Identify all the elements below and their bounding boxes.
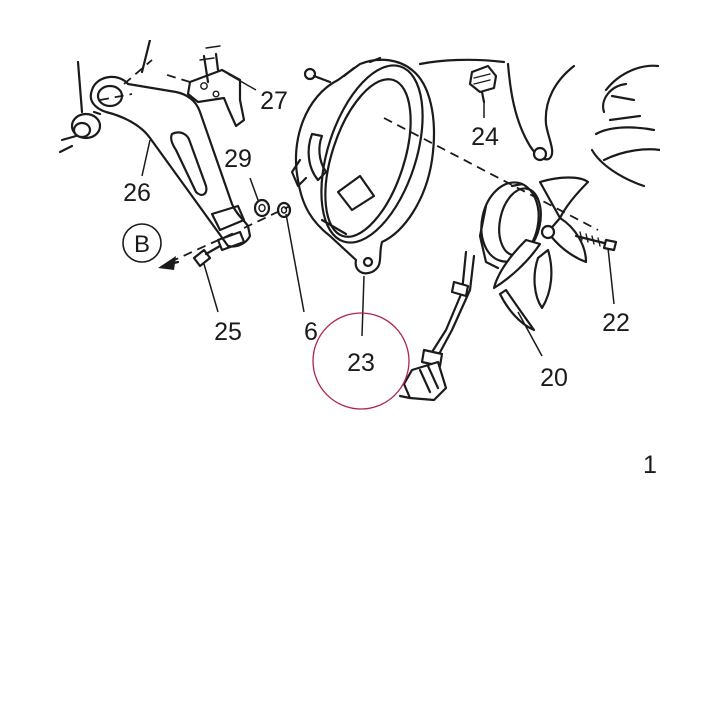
callout-20: 20	[540, 364, 568, 392]
view-marker-letter: B	[134, 231, 150, 258]
callout-6: 6	[304, 318, 318, 346]
washer-29	[253, 198, 271, 218]
callout-labels: 27 24 29 26 25 6 23 20 22 1	[123, 87, 657, 479]
fan-blade-20	[492, 176, 590, 332]
leader-lines	[141, 73, 615, 357]
cap-24	[468, 64, 498, 104]
callout-26: 26	[123, 179, 151, 207]
direction-arrow-b	[158, 256, 180, 270]
callout-24: 24	[471, 123, 499, 151]
highlight-circle	[312, 312, 410, 410]
top-edge-crop	[0, 0, 720, 40]
bracket-26	[89, 38, 252, 248]
right-edge-crop	[660, 0, 720, 720]
view-marker-b: B	[122, 223, 162, 263]
housing-top-right	[418, 58, 662, 188]
connector	[398, 360, 448, 402]
callout-22: 22	[602, 309, 630, 337]
callout-25: 25	[214, 318, 242, 346]
wire-harness	[420, 250, 476, 368]
bolt-top	[303, 67, 332, 84]
washer-6	[276, 201, 292, 219]
bracket-27	[186, 45, 246, 128]
assembly-lines	[99, 59, 599, 263]
fan-shroud-23	[290, 56, 436, 275]
callout-27: 27	[260, 87, 288, 115]
screw-25	[192, 230, 246, 268]
callout-edge-cut: 1	[643, 451, 657, 479]
callout-29: 29	[224, 145, 252, 173]
callout-23: 23	[347, 349, 375, 377]
screw-22	[574, 231, 618, 252]
fan-motor-20	[478, 181, 542, 270]
grommet-left	[58, 60, 102, 154]
